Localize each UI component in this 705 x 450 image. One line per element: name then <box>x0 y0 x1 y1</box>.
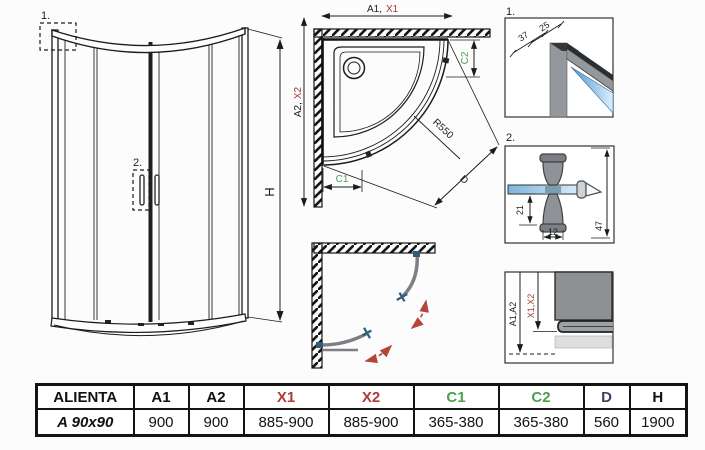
c1-dimension: C1 <box>322 168 363 192</box>
width-dim-a1: A1, <box>367 4 382 15</box>
detail-2-dimensions: 21 12 47 <box>515 147 610 240</box>
handle-marker-right <box>396 292 408 302</box>
cell-d: 560 <box>582 408 631 437</box>
detail-3-dim-a: A1,A2 <box>508 302 518 327</box>
depth-dim-label: A2,X2 <box>293 86 304 117</box>
width-dim-x1: X1 <box>386 4 399 15</box>
detail-1-dimensions <box>509 20 565 58</box>
detail-3-tray <box>554 335 613 349</box>
cell-c2: 365-380 <box>497 408 585 437</box>
detail-1-dim-25: 25 <box>537 20 551 34</box>
front-elevation-drawing: 1. 2. H <box>39 10 284 337</box>
handle-marker-left <box>362 327 372 339</box>
plan-view-drawing: A1, X1 A2,X2 C2 C1 R550 <box>293 4 500 209</box>
right-frame-profile <box>241 27 249 319</box>
c2-dimension: C2 <box>446 39 480 78</box>
detail-3-drawing: A1,A2 X1,X2 <box>504 271 614 364</box>
detail-1-drawing: 1. 25 37 <box>504 6 614 118</box>
cell-x1: 885-900 <box>242 408 330 437</box>
detail-1-callout: 1. <box>506 6 515 18</box>
header-a2: A2 <box>187 383 245 410</box>
d-dim-label: D <box>457 174 470 187</box>
detail-1-dim-37: 37 <box>516 30 530 44</box>
height-dim-label: H <box>262 187 277 196</box>
header-h: H <box>628 383 688 410</box>
header-d: D <box>582 383 631 410</box>
header-a1: A1 <box>132 383 190 410</box>
height-dimension: H <box>247 28 284 323</box>
wall-bracket-right <box>413 251 420 257</box>
detail-2-dim-21: 21 <box>515 205 525 215</box>
tray-rim <box>50 313 247 333</box>
c2-dim-label: C2 <box>460 51 471 64</box>
door-meeting-stile <box>148 42 153 322</box>
header-c2: C2 <box>497 383 585 410</box>
cell-a2: 900 <box>187 408 245 437</box>
d-dimension: D <box>323 39 500 209</box>
wall-top <box>313 28 491 38</box>
header-c1: C1 <box>412 383 500 410</box>
radius-label: R550 <box>430 117 455 142</box>
callout-1-label: 1. <box>41 10 50 22</box>
detail-2-drawing: 2. 21 12 47 <box>504 132 615 244</box>
detail-3-dim-x: X1,X2 <box>526 294 536 319</box>
wall-bracket-left <box>316 342 323 348</box>
detail-1-profile <box>549 42 614 118</box>
top-rail <box>51 27 246 54</box>
cell-model: A 90x90 <box>35 408 135 437</box>
c1-dim-label: C1 <box>336 174 349 185</box>
detail-2-dim-47: 47 <box>594 221 604 231</box>
header-x1: X1 <box>242 383 330 410</box>
cell-h: 1900 <box>628 408 688 437</box>
table-data-row: A 90x90 900 900 885-900 885-900 365-380 … <box>35 408 688 437</box>
detail-2-dim-12: 12 <box>548 227 558 237</box>
swing-wall-left <box>311 242 323 369</box>
drain-outer <box>342 56 366 80</box>
door-panel-left <box>321 332 367 347</box>
cell-x2: 885-900 <box>327 408 415 437</box>
left-frame-profile <box>51 29 59 323</box>
depth-dimension: A2,X2 <box>293 17 308 207</box>
radius-dimension: R550 <box>413 115 461 160</box>
detail-3-wall <box>554 271 613 321</box>
header-x2: X2 <box>327 383 415 410</box>
slide-arrow-left <box>364 344 393 364</box>
callout-2-box <box>132 169 150 211</box>
door-swing-drawing <box>311 242 436 369</box>
callout-2-label: 2. <box>133 157 142 169</box>
door-arcs <box>321 38 449 166</box>
door-roller-marks <box>365 57 450 158</box>
header-series: ALIENTA <box>35 383 135 410</box>
detail-2-handle <box>539 153 567 233</box>
slide-arrow-right <box>410 299 429 330</box>
cell-c1: 365-380 <box>412 408 500 437</box>
cell-a1: 900 <box>132 408 190 437</box>
detail-2-callout: 2. <box>506 132 515 144</box>
dimension-table: ALIENTA A1 A2 X1 X2 C1 C2 D H A 90x90 90… <box>35 383 688 437</box>
detail-3-dimensions: A1,A2 X1,X2 <box>508 272 557 355</box>
door-handle-left <box>139 174 145 206</box>
detail-2-door-edge <box>576 180 603 199</box>
tray-clips <box>105 320 194 326</box>
door-panel-right <box>401 252 419 298</box>
tray-inner-surface <box>339 51 421 133</box>
table-header-row: ALIENTA A1 A2 X1 X2 C1 C2 D H <box>35 383 688 410</box>
wall-left <box>313 28 323 208</box>
detail-2-glass <box>507 184 580 195</box>
tray-inner-rim <box>333 46 425 138</box>
width-dimension: A1, X1 <box>321 4 453 20</box>
drain-inner <box>347 61 361 75</box>
tray-apron <box>53 320 245 337</box>
callout-1-box <box>39 22 77 51</box>
door-handle-right <box>154 174 160 206</box>
glass-panel-lines <box>64 36 240 320</box>
